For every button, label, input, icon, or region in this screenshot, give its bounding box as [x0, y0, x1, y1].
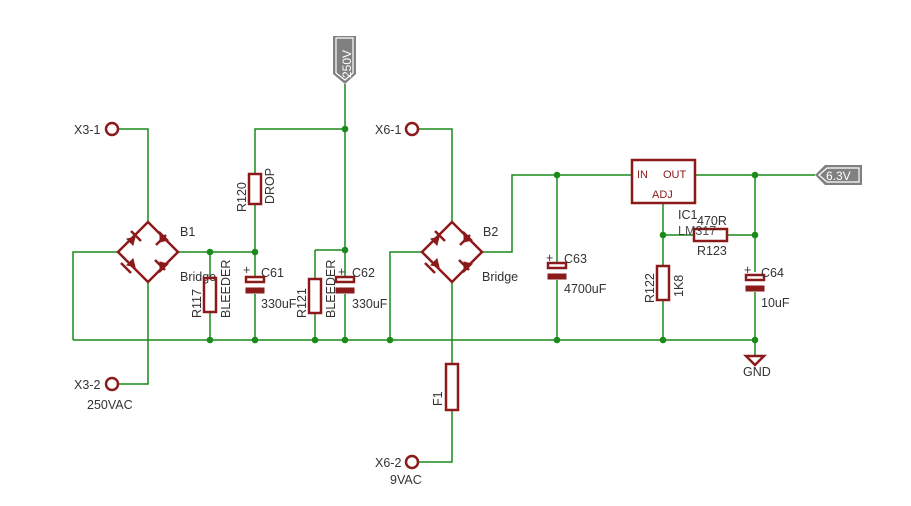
- r117-name-label: R117: [190, 289, 204, 318]
- r123-value-label: 470R: [697, 214, 727, 228]
- ic1-pin-adj-label: ADJ: [652, 189, 673, 201]
- c62-value-label: 330uF: [352, 297, 388, 311]
- c64-value-label: 10uF: [761, 296, 790, 310]
- ic1-pin-in-label: IN: [637, 169, 648, 181]
- x6-value-label: 9VAC: [390, 473, 422, 487]
- net-label-250v[interactable]: 250V: [333, 36, 356, 84]
- resistor-r122[interactable]: R122 1K8: [643, 264, 686, 303]
- resistor-r120[interactable]: R120 DROP: [235, 168, 277, 212]
- ic1-name-label: IC1: [678, 208, 698, 222]
- bridge-b2[interactable]: B2 Bridge: [420, 220, 518, 284]
- bridge-b1-symbol: [116, 220, 180, 284]
- net-label-6v3[interactable]: 6.3V: [815, 165, 862, 185]
- r122-name-label: R122: [643, 273, 657, 303]
- c62-plus-sign: +: [338, 265, 345, 279]
- r121-name-label: R121: [295, 288, 309, 318]
- x3-value-label: 250VAC: [87, 398, 133, 412]
- capacitor-c64[interactable]: + C64 10uF: [744, 263, 790, 310]
- capacitor-c61[interactable]: + C61 330uF: [243, 263, 297, 311]
- resistor-r123[interactable]: 470R R123: [692, 214, 729, 258]
- x3-2-label: X3-2: [74, 378, 100, 392]
- x6-2-label: X6-2: [375, 456, 401, 470]
- x3-1-label: X3-1: [74, 123, 100, 137]
- c64-plus-sign: +: [744, 263, 751, 277]
- bridge-b2-symbol: [420, 220, 484, 284]
- net-6v3-label: 6.3V: [826, 169, 851, 183]
- connector-x3-1[interactable]: X3-1: [74, 121, 120, 137]
- c63-name-label: C63: [564, 252, 587, 266]
- c62-name-label: C62: [352, 266, 375, 280]
- gnd-symbol: GND: [742, 354, 771, 379]
- r121-value-label: BLEEDER: [324, 260, 338, 318]
- junctions: [206, 125, 759, 344]
- c61-value-label: 330uF: [261, 297, 297, 311]
- r117-value-label: BLEEDER: [219, 260, 233, 318]
- fuse-f1[interactable]: F1: [431, 362, 460, 412]
- ic1-value-label: LM317: [678, 224, 716, 238]
- b1-name-label: B1: [180, 225, 195, 239]
- x6-1-label: X6-1: [375, 123, 401, 137]
- c63-plus-sign: +: [546, 251, 553, 265]
- net-250v-label: 250V: [340, 50, 354, 78]
- r120-name-label: R120: [235, 182, 249, 212]
- r120-value-label: DROP: [263, 168, 277, 204]
- capacitor-c62[interactable]: + C62 330uF: [334, 265, 388, 311]
- gnd-label: GND: [743, 365, 771, 379]
- connector-x6-2[interactable]: X6-2 9VAC: [375, 454, 422, 487]
- b1-value-label: Bridge: [180, 270, 216, 284]
- b2-name-label: B2: [483, 225, 498, 239]
- regulator-ic1[interactable]: IN OUT ADJ IC1 LM317: [630, 158, 716, 238]
- bridge-b1[interactable]: B1 Bridge: [116, 220, 216, 284]
- connector-x3-2[interactable]: X3-2 250VAC: [74, 376, 133, 412]
- resistor-r117[interactable]: R117 BLEEDER: [190, 260, 233, 318]
- ic1-pin-out-label: OUT: [663, 169, 687, 181]
- r122-value-label: 1K8: [672, 275, 686, 297]
- c61-plus-sign: +: [243, 263, 250, 277]
- f1-name-label: F1: [431, 391, 445, 406]
- r123-name-label: R123: [697, 244, 727, 258]
- c63-value-label: 4700uF: [564, 282, 607, 296]
- c64-name-label: C64: [761, 266, 784, 280]
- b2-value-label: Bridge: [482, 270, 518, 284]
- resistor-r121[interactable]: R121 BLEEDER: [295, 260, 338, 318]
- c61-name-label: C61: [261, 266, 284, 280]
- connector-x6-1[interactable]: X6-1: [375, 121, 420, 137]
- capacitor-c63[interactable]: + C63 4700uF: [546, 251, 607, 296]
